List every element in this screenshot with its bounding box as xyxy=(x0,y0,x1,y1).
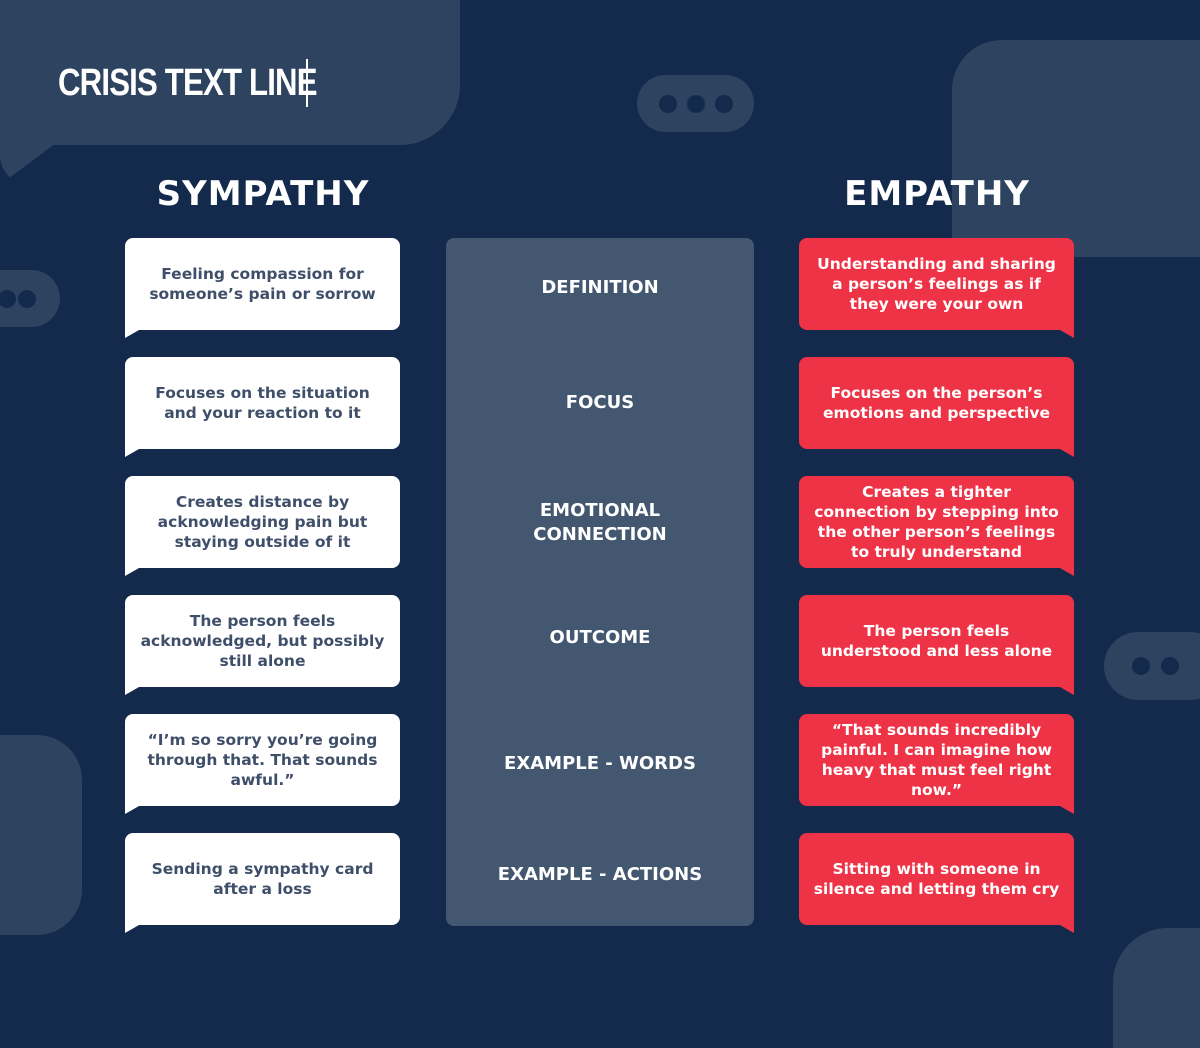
empathy-outcome-bubble: The person feels understood and less alo… xyxy=(799,595,1074,695)
typing-dot-icon xyxy=(687,95,705,113)
empathy-example-words-bubble: “That sounds incredibly painful. I can i… xyxy=(799,714,1074,814)
decor-typing-bubble-top xyxy=(637,75,754,132)
empathy-definition-bubble: Understanding and sharing a person’s fee… xyxy=(799,238,1074,338)
decor-chat-bubble-top-right xyxy=(952,40,1200,257)
category-outcome: OUTCOME xyxy=(549,627,651,648)
category-definition: DEFINITION xyxy=(541,277,659,298)
typing-dot-icon xyxy=(18,290,36,308)
crisis-text-line-logo: CRISIS TEXT LINE xyxy=(58,62,318,104)
category-emotional-connection: EMOTIONAL CONNECTION xyxy=(533,500,667,545)
decor-chat-bubble-tail xyxy=(0,140,60,185)
typing-dot-icon xyxy=(1161,657,1179,675)
sympathy-focus-bubble: Focuses on the situation and your reacti… xyxy=(125,357,400,457)
empathy-focus-bubble: Focuses on the person’s emotions and per… xyxy=(799,357,1074,457)
decor-chat-bubble-top-left xyxy=(0,0,460,145)
sympathy-emotional-connection-bubble: Creates distance by acknowledging pain b… xyxy=(125,476,400,576)
decor-chat-bubble-bottom-right xyxy=(1113,928,1200,1048)
sympathy-heading: SYMPATHY xyxy=(156,174,370,214)
typing-dot-icon xyxy=(715,95,733,113)
decor-chat-bubble-bottom-left xyxy=(0,735,82,935)
category-example-actions: EXAMPLE - ACTIONS xyxy=(497,864,703,885)
empathy-emotional-connection-bubble: Creates a tighter connection by stepping… xyxy=(799,476,1074,576)
comparison-categories-panel xyxy=(446,238,754,926)
sympathy-outcome-bubble: The person feels acknowledged, but possi… xyxy=(125,595,400,695)
sympathy-example-words-bubble: “I’m so sorry you’re going through that.… xyxy=(125,714,400,814)
typing-dot-icon xyxy=(0,290,16,308)
sympathy-definition-bubble: Feeling compassion for someone’s pain or… xyxy=(125,238,400,338)
decor-typing-bubble-right xyxy=(1104,632,1200,700)
category-example-words: EXAMPLE - WORDS xyxy=(504,753,696,774)
typing-dot-icon xyxy=(1132,657,1150,675)
sympathy-example-actions-bubble: Sending a sympathy card after a loss xyxy=(125,833,400,933)
logo-divider xyxy=(306,59,308,107)
decor-typing-bubble-left xyxy=(0,270,60,327)
empathy-example-actions-bubble: Sitting with someone in silence and lett… xyxy=(799,833,1074,933)
empathy-heading: EMPATHY xyxy=(844,174,1030,214)
category-focus: FOCUS xyxy=(565,392,635,413)
typing-dot-icon xyxy=(659,95,677,113)
